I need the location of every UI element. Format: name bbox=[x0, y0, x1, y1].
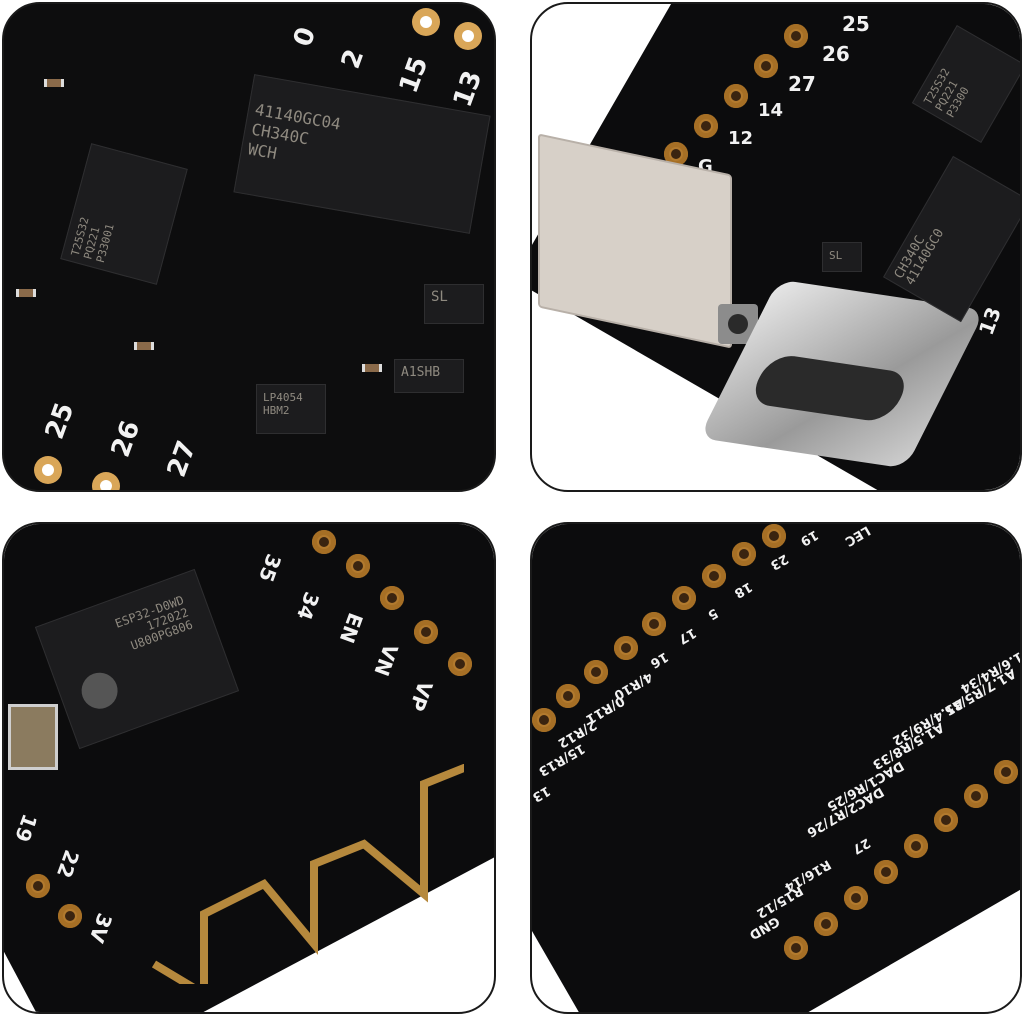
panel-bottom-left-esp32-antenna: ESP32-D0WD 172022 U800PG806 35 34 EN VN … bbox=[2, 522, 496, 1014]
gpio-pad bbox=[614, 636, 638, 660]
gpio-pad bbox=[584, 660, 608, 684]
espressif-logo-icon bbox=[76, 667, 123, 714]
gpio-pad bbox=[532, 708, 556, 732]
panel-top-right-usb-connector: 25 26 27 14 12 G 13 T25S32 PQ221 P3300 C… bbox=[530, 2, 1022, 492]
gpio-pad bbox=[312, 530, 336, 554]
crystal-oscillator bbox=[8, 704, 58, 770]
chip-marking: SL bbox=[431, 289, 448, 305]
pin-label: 26 bbox=[105, 416, 147, 462]
gpio-pad bbox=[448, 652, 472, 676]
gpio-pad bbox=[964, 784, 988, 808]
gpio-pad bbox=[784, 24, 808, 48]
gpio-pad bbox=[414, 620, 438, 644]
pin-label: 13 bbox=[447, 66, 489, 112]
pcb-antenna-trace bbox=[151, 764, 464, 984]
gpio-pad bbox=[556, 684, 580, 708]
pin-label: 2 bbox=[335, 45, 371, 73]
gpio-pad bbox=[26, 874, 50, 898]
pin-label: 0 bbox=[287, 23, 323, 51]
header-hole bbox=[92, 472, 120, 490]
pin-label: 14 bbox=[758, 100, 784, 121]
pin-label: 15 bbox=[393, 52, 435, 98]
pin-label: 25 bbox=[842, 12, 870, 36]
panel-top-left-chip-closeup: 0 2 15 13 25 26 27 T25S32 PQ221 P33001 4… bbox=[2, 2, 496, 492]
gpio-pad bbox=[724, 84, 748, 108]
gpio-pad bbox=[874, 860, 898, 884]
pcb-board bbox=[532, 524, 1020, 1012]
gpio-pad bbox=[844, 886, 868, 910]
gpio-pad bbox=[380, 586, 404, 610]
gpio-pad bbox=[784, 936, 808, 960]
gpio-pad bbox=[994, 760, 1018, 784]
chip-marking: HBM2 bbox=[263, 404, 290, 417]
gpio-pad bbox=[732, 542, 756, 566]
pin-label: 25 bbox=[39, 398, 81, 444]
gpio-pad bbox=[702, 564, 726, 588]
gpio-pad bbox=[904, 834, 928, 858]
gpio-pad bbox=[762, 524, 786, 548]
pin-label: 12 bbox=[728, 128, 754, 149]
header-hole bbox=[34, 456, 62, 484]
gpio-pad bbox=[694, 114, 718, 138]
usb-c-opening bbox=[746, 352, 913, 424]
header-hole bbox=[454, 22, 482, 50]
chip-marking: A1SHB bbox=[401, 365, 441, 380]
gpio-pad bbox=[346, 554, 370, 578]
header-hole bbox=[412, 8, 440, 36]
smd-component bbox=[362, 364, 382, 372]
smd-component bbox=[134, 342, 154, 350]
gpio-pad bbox=[934, 808, 958, 832]
pin-label: 27 bbox=[788, 72, 816, 96]
transistor: A1SHB bbox=[394, 359, 464, 393]
diode: SL bbox=[424, 284, 484, 324]
gpio-pad bbox=[754, 54, 778, 78]
chip-marking: LP4054 bbox=[263, 391, 303, 404]
smd-component bbox=[16, 289, 36, 297]
button-cap bbox=[728, 314, 748, 334]
chip-marking: SL bbox=[829, 249, 843, 262]
gpio-pad bbox=[814, 912, 838, 936]
diode: SL bbox=[822, 242, 862, 272]
gpio-pad bbox=[58, 904, 82, 928]
panel-bottom-right-pinout-back: 19 23 18 5 17 16 4/R10 0/R11 2/R12 15/R1… bbox=[530, 522, 1022, 1014]
flash-chip: T25S32 PQ221 P33001 bbox=[60, 143, 188, 285]
gpio-pad bbox=[672, 586, 696, 610]
smd-component bbox=[44, 79, 64, 87]
charger-chip: LP4054 HBM2 bbox=[256, 384, 326, 434]
pin-label: 26 bbox=[822, 42, 850, 66]
gpio-pad bbox=[642, 612, 666, 636]
pin-label: 27 bbox=[161, 436, 203, 482]
